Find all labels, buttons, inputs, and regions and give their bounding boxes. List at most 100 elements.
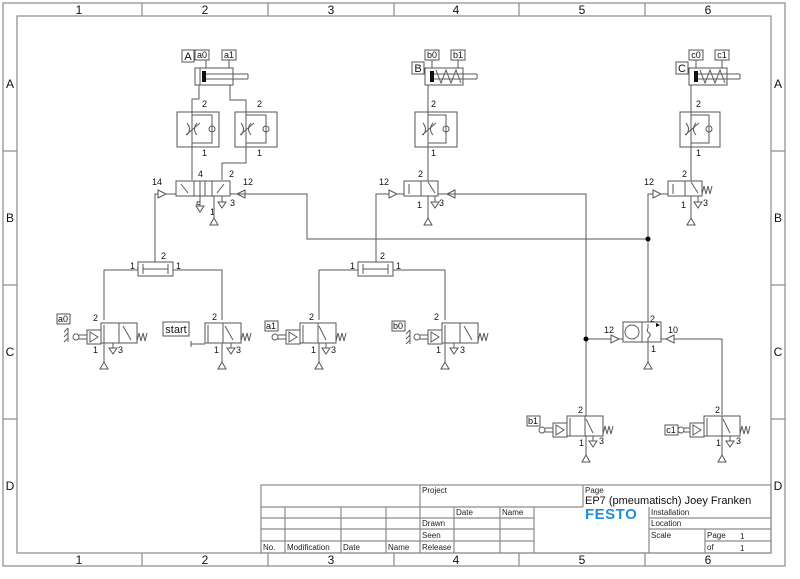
label-text: 14 — [152, 177, 162, 187]
label-text: 2 — [161, 251, 166, 261]
label-text: 1 — [93, 345, 98, 355]
label-text: Name — [388, 543, 410, 552]
valve-c-3-2[interactable]: 2 12 1 3 — [644, 169, 713, 226]
label-text: Name — [502, 508, 524, 517]
label-text: 2 — [578, 405, 583, 415]
label-text: 1 — [716, 438, 721, 448]
signal-valve-a0[interactable]: a0 2 1 3 — [56, 313, 148, 370]
sensor-label-c1: c1 — [717, 50, 727, 60]
label-text: Page — [707, 531, 726, 540]
column-label: 4 — [453, 3, 460, 17]
flow-control-valve-a-left[interactable]: 2 1 — [176, 99, 220, 163]
page-label: Page — [585, 486, 604, 495]
signal-valve-b0[interactable]: b0 2 1 3 — [391, 312, 489, 370]
label-text: Seen — [422, 531, 441, 540]
label-text: 1 — [311, 345, 316, 355]
label-text: Location — [651, 519, 681, 528]
label-text: B — [414, 63, 421, 75]
label-text: 12 — [604, 325, 614, 335]
start-button-valve[interactable]: start 2 1 3 — [162, 312, 252, 370]
label-text: 1 — [681, 200, 686, 210]
title-block: Project Page EP7 (pmeumatisch) Joey Fran… — [260, 484, 772, 554]
label-text: 3 — [230, 198, 235, 208]
row-label: B — [774, 211, 782, 225]
column-label: 2 — [202, 553, 209, 567]
row-label: A — [6, 77, 14, 91]
label-text: Installation — [651, 508, 689, 517]
row-label: C — [774, 345, 783, 359]
label-text: 2 — [431, 99, 436, 109]
counter-valve[interactable]: 2 10 12 1 — [586, 314, 723, 415]
page-number: 1 — [740, 532, 745, 541]
label-text: 3 — [736, 436, 741, 446]
column-label: 5 — [579, 3, 586, 17]
project-label: Project — [422, 486, 448, 495]
page-title: EP7 (pmeumatisch) Joey Franken — [585, 495, 751, 507]
label-text: 3 — [236, 345, 241, 355]
cylinder-b[interactable]: B b0 b1 — [411, 49, 478, 86]
flow-control-valve-c[interactable]: 2 1 — [679, 99, 721, 158]
shuttle-valve-middle[interactable]: 2 1 1 — [350, 251, 401, 277]
label-text: Scale — [651, 531, 672, 540]
flow-control-valve-a-right[interactable]: 2 1 — [234, 99, 278, 158]
label-text: 12 — [644, 177, 654, 187]
signal-valve-a1[interactable]: a1 2 1 3 — [264, 312, 347, 370]
label-text: 1 — [210, 207, 215, 217]
label-text: 2 — [212, 312, 217, 322]
label-text: b0 — [393, 321, 403, 331]
sensor-label-a1: a1 — [224, 50, 234, 60]
row-label: D — [774, 479, 783, 493]
signal-valve-c1[interactable]: c1 2 1 3 — [664, 405, 751, 463]
label-text: c1 — [666, 425, 676, 435]
label-text: 2 — [257, 99, 262, 109]
cylinder-c[interactable]: C c0 c1 — [675, 49, 741, 86]
label-text: 5 — [196, 200, 201, 210]
label-text: a1 — [266, 321, 276, 331]
label-text: 1 — [130, 261, 135, 271]
label-text: 12 — [243, 177, 253, 187]
label-text: 4 — [198, 169, 203, 179]
row-label: A — [774, 77, 782, 91]
sensor-label-b0: b0 — [427, 50, 437, 60]
label-text: Date — [343, 543, 360, 552]
label-text: 2 — [696, 99, 701, 109]
column-label: 1 — [76, 3, 83, 17]
label-text: 2 — [650, 314, 655, 324]
label-text: 2 — [93, 313, 98, 323]
label-text: 3 — [118, 345, 123, 355]
label-text: 1 — [696, 148, 701, 158]
column-label: 2 — [202, 3, 209, 17]
sensor-label-a0: a0 — [197, 50, 207, 60]
label-text: 3 — [599, 436, 604, 446]
valve-b-3-2[interactable]: 2 12 1 3 — [379, 169, 456, 226]
label-text: start — [165, 324, 186, 336]
flow-control-valve-b[interactable]: 2 1 — [414, 99, 458, 158]
label-text: 1 — [417, 200, 422, 210]
label-text: 1 — [214, 345, 219, 355]
label-text: No. — [263, 543, 275, 552]
cylinder-a[interactable]: A a0 a1 — [181, 49, 249, 86]
label-text: 12 — [379, 177, 389, 187]
drawing-frame: 1 2 3 4 5 6 1 2 3 4 5 6 A B C D A B C D — [2, 2, 786, 567]
row-label: B — [6, 211, 14, 225]
label-text: of — [707, 543, 714, 552]
label-text: b1 — [528, 416, 538, 426]
column-label: 1 — [76, 553, 83, 567]
label-text: 2 — [715, 405, 720, 415]
row-label: C — [6, 345, 15, 359]
label-text: 1 — [350, 261, 355, 271]
label-text: 1 — [202, 148, 207, 158]
label-text: Drawn — [422, 519, 445, 528]
label-text: 1 — [436, 345, 441, 355]
label-text: 1 — [396, 261, 401, 271]
label-text: 1 — [431, 148, 436, 158]
main-valve-a-5-2[interactable]: 4 2 14 12 5 3 1 — [152, 169, 253, 226]
label-text: 2 — [202, 99, 207, 109]
label-text: Date — [456, 508, 473, 517]
label-text: 2 — [309, 312, 314, 322]
signal-valve-b1[interactable]: b1 2 1 3 — [526, 405, 614, 463]
column-label: 5 — [579, 553, 586, 567]
column-label: 3 — [328, 3, 335, 17]
shuttle-valve-left[interactable]: 2 1 1 — [130, 251, 181, 277]
label-text: C — [678, 63, 686, 75]
